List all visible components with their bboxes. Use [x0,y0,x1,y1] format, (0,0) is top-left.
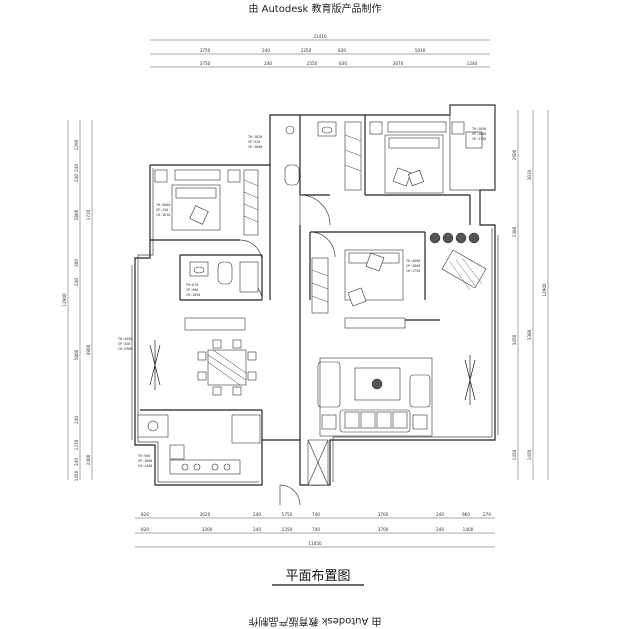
tag-bed1-sp: SP:150 [156,208,168,212]
dim-left-outer: 12900 [62,293,67,307]
tag-dining-th: TH:4450 [118,337,132,341]
dim-bot-1-1: 820 [141,512,149,517]
bedroom-2: TH:1650 SP:1600 CH:1750 [369,121,486,194]
dim-left-a-9: 1270 [74,439,79,450]
dim-left-a-7: 5800 [74,349,79,360]
tag-dining-ch: CH:2300 [118,347,132,351]
dim-top-1-2: 240 [262,48,270,53]
dim-left-a-1: 1290 [74,139,79,150]
bathroom-1: TH:1820 SP:320 CH:1600 [248,121,362,191]
watermark-top: 由 Autodesk 教育版产品制作 [248,2,381,15]
tag-bath2-th: TH:870 [186,283,198,287]
dim-right-a-4: 1450 [512,449,517,460]
tag-bath2-ch: CH:1850 [186,293,200,297]
dim-bot-2-1: 820 [141,527,149,532]
dim-left-b-1: 1720 [86,209,91,220]
tag-dining-sp: SP:320 [118,342,130,346]
dim-right-b-2: 3380 [527,329,532,340]
exterior-walls [134,104,496,486]
tag-bath1-sp: SP:320 [248,140,260,144]
dim-bot-1-2: 3020 [200,512,211,517]
bedroom-3: TH:4660 SP:1800 CH:1750 [311,249,420,329]
dim-bot-total: 11050 [308,541,322,546]
dim-top-2-2: 240 [264,61,272,66]
dim-bot-1-8: 960 [462,512,470,517]
dim-top-2-4: 830 [339,61,347,66]
dining-area: TH:4450 SP:320 CH:2300 [118,317,257,396]
tag-bed2-ch: CH:1750 [472,137,486,141]
bathroom-2: TH:870 SP:500 CH:1850 [186,261,259,297]
tag-bath1-ch: CH:1600 [248,145,262,149]
bedroom-1: TH:3600 SP:150 CH:1810 [154,169,259,236]
dim-top-2-6: 1240 [467,61,478,66]
dim-right-a-2: 1380 [512,226,517,237]
dim-top-1-4: 830 [338,48,346,53]
tag-kitchen-th: TH:900 [138,454,150,458]
dim-left-a-6: 240 [74,278,79,286]
dim-top-2-1: 3750 [200,61,211,66]
dim-left-a-11: 1450 [74,470,79,481]
tag-bed2-th: TH:1650 [472,127,486,131]
dim-bot-1-5: 740 [312,512,320,517]
dim-right-b-3: 1450 [527,449,532,460]
tag-bed3-sp: SP:1800 [406,264,420,268]
dim-bot-2-2: 3300 [202,527,213,532]
dim-bot-2-3: 240 [253,527,261,532]
dim-left-b-2: 4800 [86,344,91,355]
entry-cabinet [307,439,329,486]
tag-bed1-th: TH:3600 [156,203,170,207]
dim-bot-1-6: 3700 [378,512,389,517]
dim-right-a-3: 3450 [512,334,517,345]
dim-top-1-5: 5910 [415,48,426,53]
tag-kitchen-sp: SP:1800 [138,459,152,463]
dim-right-outer: 12900 [542,283,547,297]
dim-bot-2-6: 3700 [378,527,389,532]
tag-bath2-sp: SP:500 [186,288,198,292]
dim-bot-1-7: 240 [436,512,444,517]
dim-bot-1-9: 270 [483,512,491,517]
left-dimensions: 12900 1290 240 240 2800 300 240 5800 240… [62,120,93,481]
bottom-dimensions: 820 3020 240 1750 740 3700 240 960 270 8… [135,512,495,548]
watermark-bottom: 由 Autodesk 教育版产品制作 [248,615,381,628]
doors [239,194,336,506]
dim-left-a-2: 240 [74,164,79,172]
interior-walls [131,115,499,440]
dim-right-a-1: 2600 [512,149,517,160]
dim-bot-2-7: 240 [436,527,444,532]
tag-bed2-sp: SP:1600 [472,132,486,136]
dim-bot-1-4: 1750 [282,512,293,517]
top-dimensions: 21410 3750 240 2250 830 5910 3750 240 25… [150,34,490,68]
tag-bed1-ch: CH:1810 [156,213,170,217]
dim-top-2-5: 3670 [393,61,404,66]
dim-bot-2-5: 740 [312,527,320,532]
tag-kitchen-ch: CH:1400 [138,464,152,468]
dim-right-b-1: 3010 [527,169,532,180]
dim-left-a-10: 240 [74,458,79,466]
right-dimensions: 2600 1380 3450 1450 3010 3380 1450 12900 [512,110,549,480]
dim-bot-2-4: 1250 [282,527,293,532]
dim-left-a-5: 300 [74,259,79,267]
living-room [317,355,476,437]
dim-left-a-4: 2800 [74,209,79,220]
dim-left-a-8: 240 [74,416,79,424]
dim-top-1-1: 3750 [200,48,211,53]
dim-bot-1-3: 240 [253,512,261,517]
tag-bath1-th: TH:1820 [248,135,262,139]
plan-title: 平面布置图 [285,569,350,584]
dim-left-a-3: 240 [74,174,79,182]
dim-bot-2-8: 1400 [463,527,474,532]
kitchen: TH:900 SP:1800 CH:1400 [137,414,261,475]
dim-left-b-3: 2400 [86,454,91,465]
tag-bed3-th: TH:4660 [406,259,420,263]
study-corner [429,232,487,291]
tag-bed3-ch: CH:1750 [406,269,420,273]
dim-top-total: 21410 [313,34,327,39]
dim-top-2-3: 2550 [307,61,318,66]
dim-top-1-3: 2250 [301,48,312,53]
